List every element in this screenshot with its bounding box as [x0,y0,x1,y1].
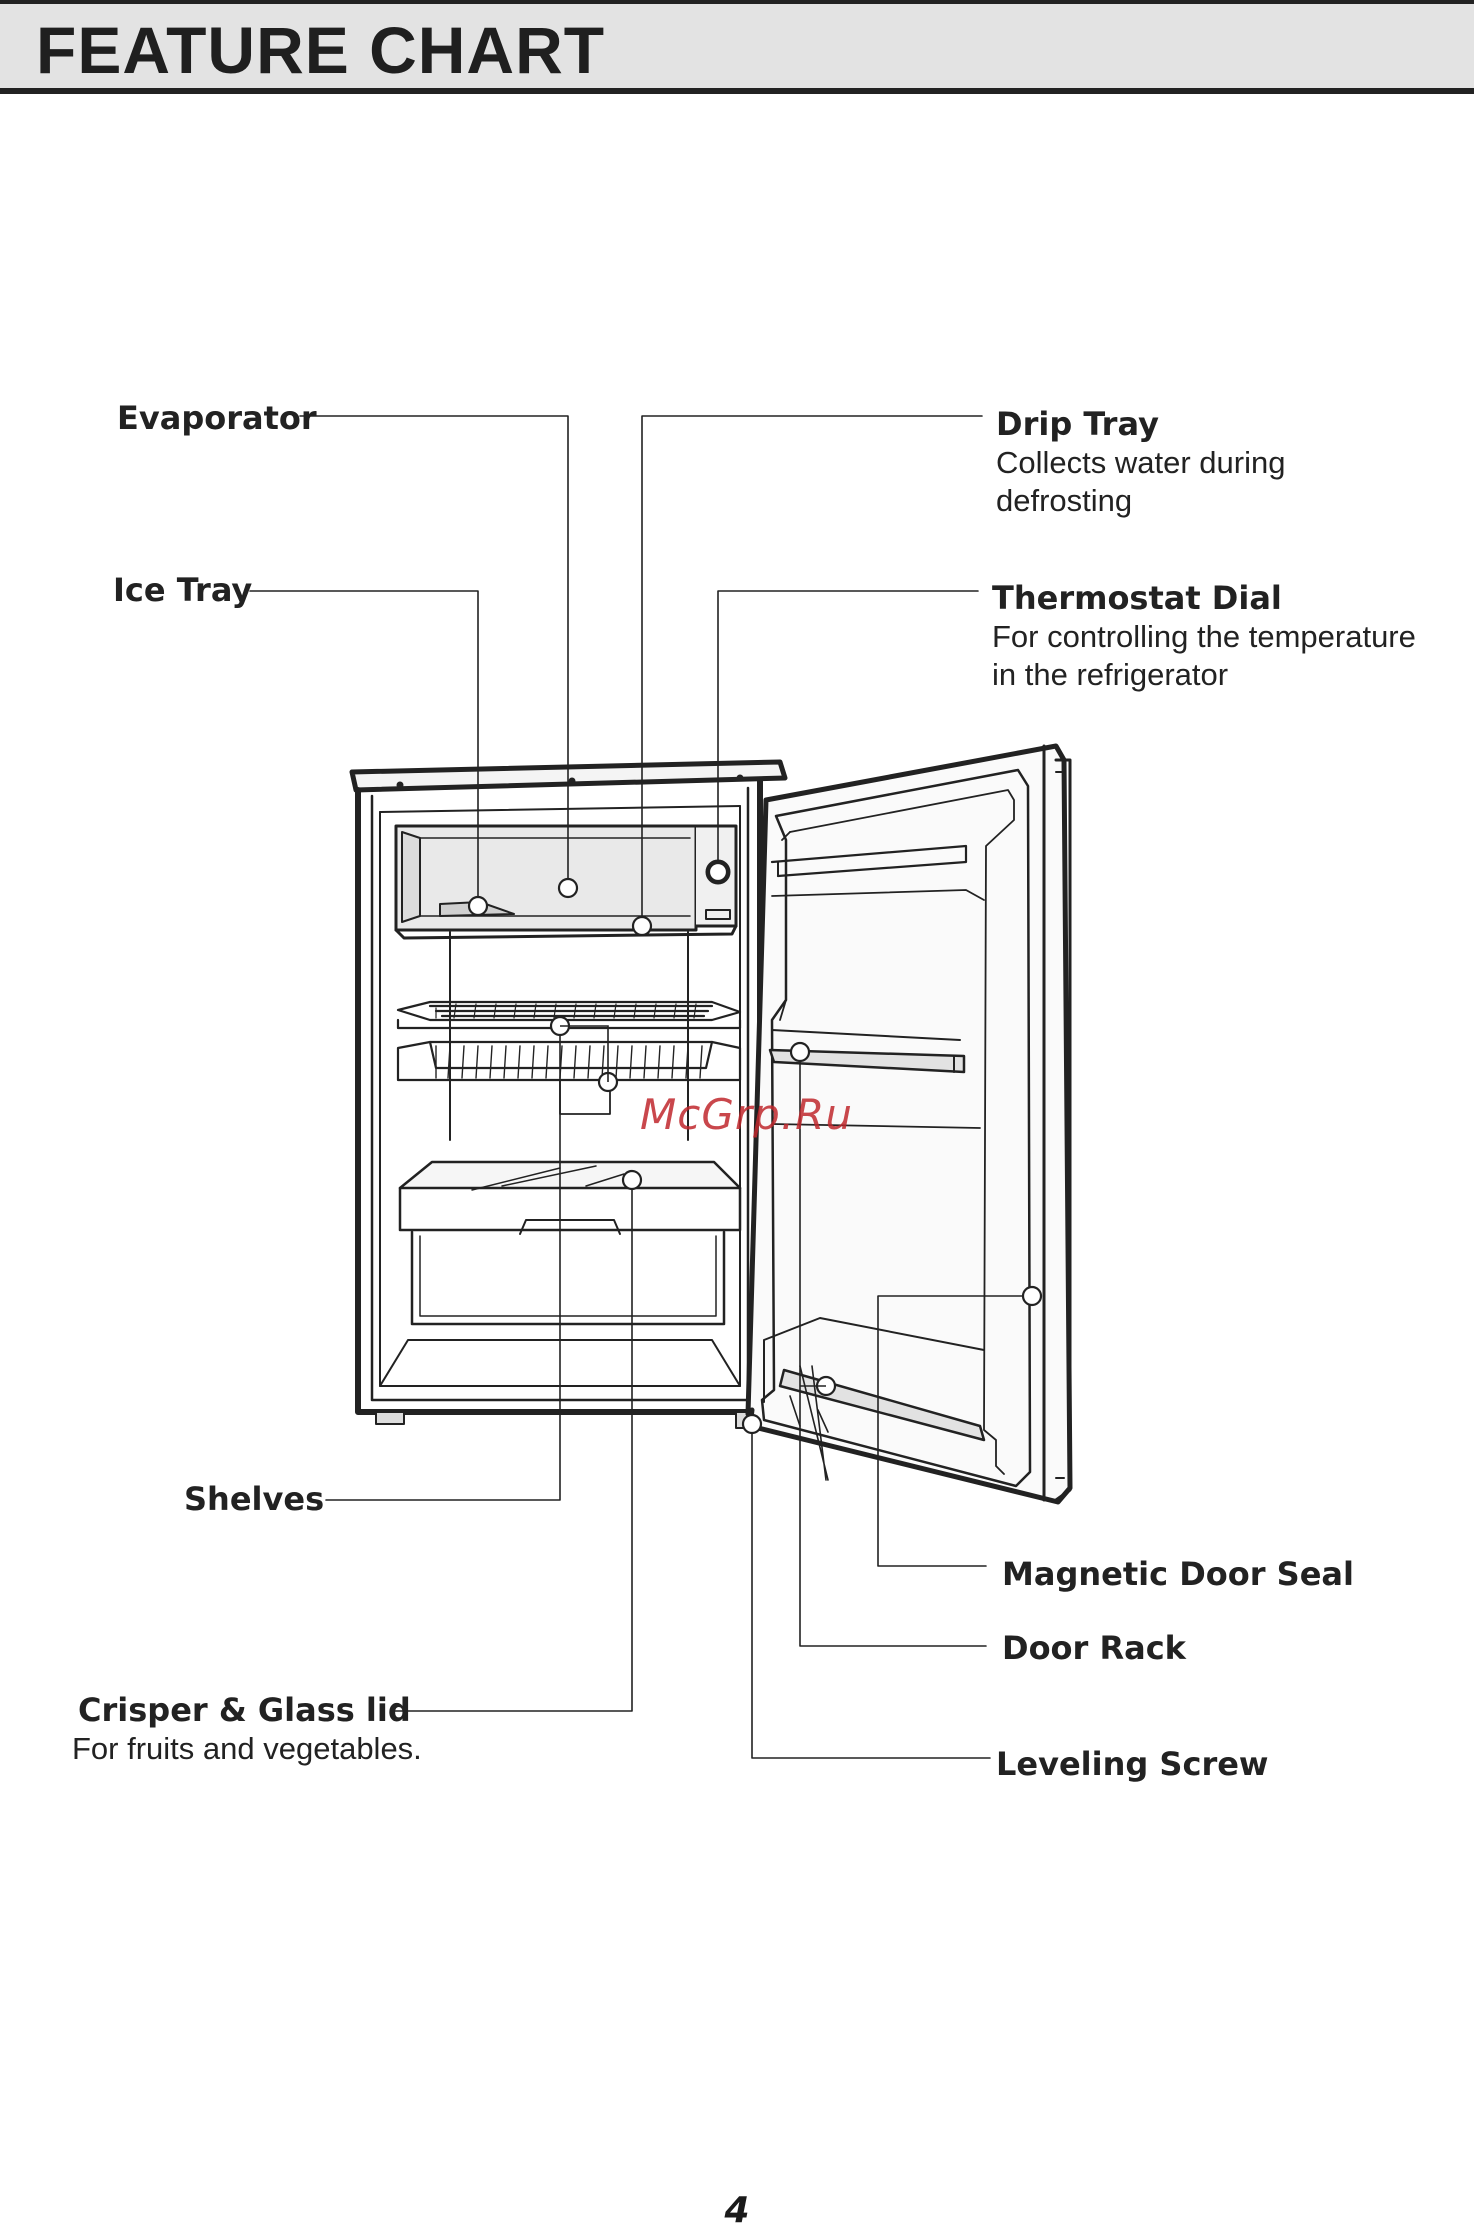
label-drip-tray: Drip Tray Collects water during defrosti… [996,404,1285,520]
label-leveling-screw: Leveling Screw [996,1744,1268,1784]
thermostat-dial-desc-2: in the refrigerator [992,656,1416,694]
thermostat-dial-label: Thermostat Dial [992,578,1416,618]
watermark: McGrp.Ru [640,1090,853,1139]
leveling-screw-label: Leveling Screw [996,1744,1268,1784]
ice-tray-label: Ice Tray [113,570,252,610]
label-thermostat-dial: Thermostat Dial For controlling the temp… [992,578,1416,694]
crisper-desc-1: For fruits and vegetables. [72,1730,422,1768]
crisper-label: Crisper & Glass lid [72,1690,422,1730]
label-evaporator: Evaporator [117,398,317,438]
leader-evaporator [300,416,568,888]
drip-tray-desc-2: defrosting [996,482,1285,520]
leader-crisper [393,1180,632,1711]
label-shelves: Shelves [184,1479,324,1519]
page-number: 4 [0,2190,1474,2231]
shelves-label: Shelves [184,1479,324,1519]
label-magnetic-door-seal: Magnetic Door Seal [1002,1554,1354,1594]
drip-tray-desc-1: Collects water during [996,444,1285,482]
evaporator-label: Evaporator [117,398,317,438]
leader-shelves [326,1026,560,1500]
crisper-drawing [400,1162,740,1324]
label-ice-tray: Ice Tray [113,570,252,610]
drip-tray-label: Drip Tray [996,404,1285,444]
label-door-rack: Door Rack [1002,1628,1186,1668]
door-rack-label: Door Rack [1002,1628,1186,1668]
magnetic-door-seal-label: Magnetic Door Seal [1002,1554,1354,1594]
thermostat-dial-desc-1: For controlling the temperature [992,618,1416,656]
label-crisper: Crisper & Glass lid For fruits and veget… [72,1690,422,1768]
